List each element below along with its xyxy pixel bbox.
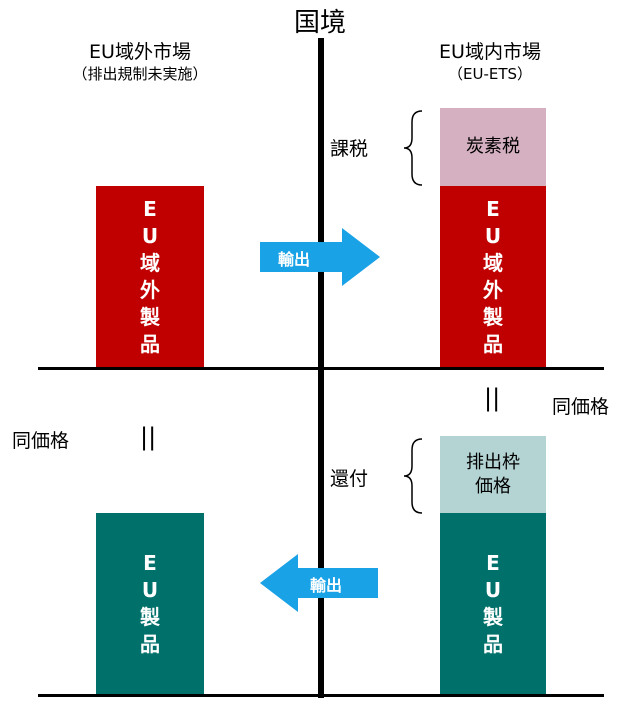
export-arrow-right-icon xyxy=(260,228,380,286)
right-same-price-label: 同価格 xyxy=(552,396,610,418)
left-market-subtitle: （排出規制未実施） xyxy=(72,65,208,83)
left-eu-product-label: E U 製 品 xyxy=(140,550,160,656)
left-non-eu-product-bar: E U 域 外 製 品 xyxy=(96,186,204,367)
carbon-tax-box: 炭素税 xyxy=(440,108,546,186)
left-equals-sign: || xyxy=(140,423,157,451)
right-market-subtitle: （EU-ETS） xyxy=(447,65,533,83)
right-equals-sign: || xyxy=(484,384,501,412)
border-label: 国境 xyxy=(293,8,346,38)
refund-label: 還付 xyxy=(330,468,369,490)
left-non-eu-product-label: E U 域 外 製 品 xyxy=(140,196,160,356)
allowance-price-label: 排出枠 価格 xyxy=(466,451,520,497)
right-non-eu-product-bar: E U 域 外 製 品 xyxy=(440,186,546,367)
right-eu-product-label: E U 製 品 xyxy=(483,550,503,656)
carbon-tax-label: 炭素税 xyxy=(466,136,520,157)
export-arrow-left-icon xyxy=(260,554,378,612)
tax-label: 課税 xyxy=(330,138,369,160)
left-same-price-label: 同価格 xyxy=(12,430,70,452)
export-arrow-right-label: 輸出 xyxy=(278,250,311,269)
bottom-baseline xyxy=(38,694,604,697)
top-baseline xyxy=(38,367,604,370)
right-non-eu-product-label: E U 域 外 製 品 xyxy=(483,196,503,356)
tax-brace-icon xyxy=(403,110,423,186)
allowance-price-box: 排出枠 価格 xyxy=(440,436,546,513)
refund-brace-icon xyxy=(403,438,423,514)
right-market-title: EU域内市場 xyxy=(439,41,541,63)
export-arrow-left-label: 輸出 xyxy=(310,576,343,595)
right-eu-product-bar: E U 製 品 xyxy=(440,513,546,694)
left-eu-product-bar: E U 製 品 xyxy=(96,513,204,694)
left-market-title: EU域外市場 xyxy=(89,41,191,63)
